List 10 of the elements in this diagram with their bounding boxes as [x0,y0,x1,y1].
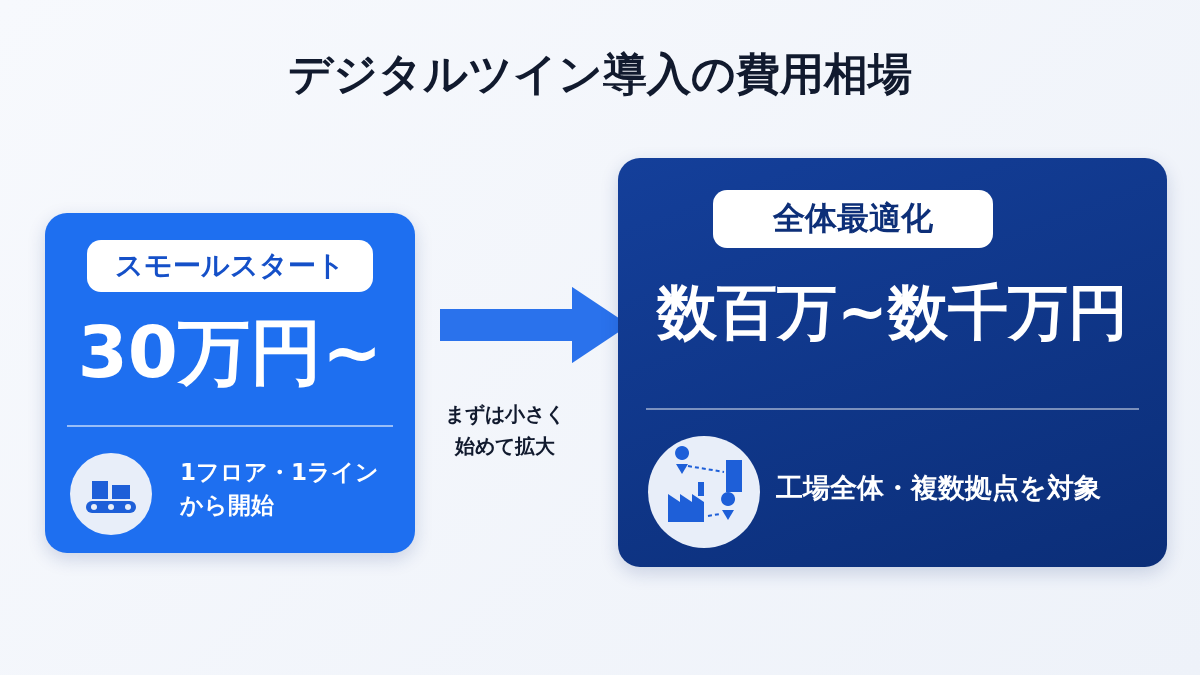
tag-pill: スモールスタート [87,240,373,292]
description-text: 工場全体・複数拠点を対象 [776,471,1102,505]
description-text: 1フロア・1ラインから開始 [180,458,380,521]
title: デジタルツイン導入の費用相場 [287,47,913,101]
pricing-card [618,158,1167,567]
tag-pill: 全体最適化 [713,190,993,248]
pricing-card [45,213,415,553]
price-text: 30万円~ [76,309,384,396]
price-text: 数百万~数千万円 [655,276,1129,349]
edge-label: まずは小さく始めて拡大 [444,401,566,460]
